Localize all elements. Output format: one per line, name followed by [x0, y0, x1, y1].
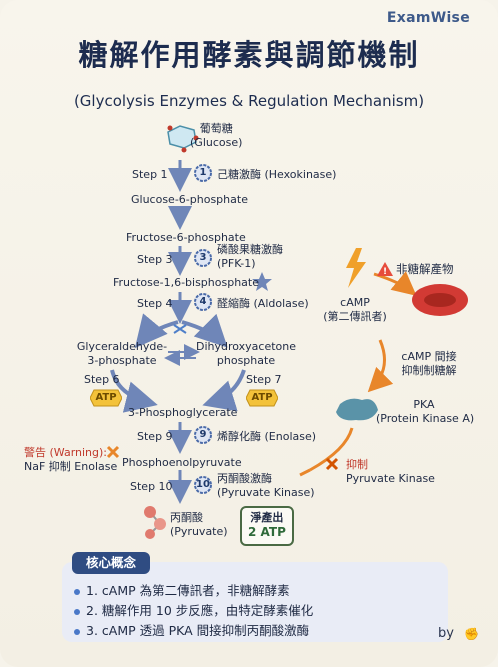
step6-atp-badge: ATP [90, 389, 122, 407]
arm-icon: ✊ [464, 627, 479, 641]
inhibit-label: 抑制 [346, 458, 368, 471]
arrow-camp-pka [367, 339, 394, 393]
star-icon [252, 272, 272, 291]
arrow-gap-3pg [110, 369, 158, 413]
step10-gear-icon: 10 [193, 475, 213, 495]
lightning-icon [346, 248, 366, 288]
step3-label: Step 3 [137, 253, 173, 266]
metabolite-f16bp: Fructose-1,6-bisphosphate [113, 276, 260, 289]
page-subtitle: (Glycolysis Enzymes & Regulation Mechani… [73, 92, 425, 110]
arrow-split-dhap [181, 313, 228, 348]
concept-item: 3. cAMP 透過 PKA 間接抑制丙酮酸激酶 [74, 620, 309, 639]
arrow-pka-inhibit [309, 427, 354, 472]
step10-enzyme: 丙酮酸激酶(Pyruvate Kinase) [217, 472, 315, 499]
camp-label: cAMP(第二傳訊者) [323, 296, 387, 323]
core-concepts-title: 核心概念 [72, 552, 150, 574]
metabolite-f6p: Fructose-6-phosphate [126, 231, 246, 244]
brand-label: ExamWise [386, 10, 470, 26]
step7-atp-badge: ATP [246, 389, 278, 407]
step7-label: Step 7 [246, 373, 282, 386]
bullet-dot-icon [74, 588, 80, 595]
pka-protein-icon [336, 398, 378, 421]
footer-by: by [438, 626, 454, 641]
bullet-dot-icon [74, 608, 80, 615]
metabolite-g6p: Glucose-6-phosphate [131, 193, 248, 206]
step9-enzyme: 烯醇化酶 (Enolase) [217, 430, 317, 443]
step1-gear-icon: 1 [193, 163, 213, 183]
page-title: 糖解作用酵素與調節機制 [78, 38, 420, 72]
glucose-molecule-icon [167, 125, 199, 153]
step9-label: Step 9 [137, 430, 173, 443]
arrow-dhap-3pg [202, 369, 246, 412]
step4-enzyme: 醛縮酶 (Aldolase) [217, 297, 309, 310]
warning-note: 警告 (Warning):NaF 抑制 Enolase [24, 446, 118, 473]
step10-label: Step 10 [130, 480, 173, 493]
arrow-camp-nonglyco [373, 271, 417, 296]
metabolite-pep: Phosphoenolpyruvate [122, 456, 242, 469]
core-concepts-panel [62, 562, 448, 642]
metabolite-3pg: 3-Phosphoglycerate [128, 406, 238, 419]
pka-label: PKA(Protein Kinase A) [376, 398, 475, 425]
metabolite-pyruvate: 丙酮酸(Pyruvate) [170, 511, 228, 538]
step1-enzyme: 己糖激酶 (Hexokinase) [217, 168, 337, 181]
bullet-dot-icon [74, 628, 80, 635]
inhibit-x-icon [325, 457, 339, 471]
warning-x-icon [106, 445, 120, 459]
svg-text:!: ! [383, 267, 387, 277]
glucose-label: 葡萄糖(Glucose) [190, 122, 243, 149]
step4-gear-icon: 4 [193, 292, 213, 312]
shuffle-icon [173, 324, 187, 334]
arrow-split-gap [134, 313, 179, 349]
pyruvate-molecule-icon [144, 506, 166, 539]
step3-gear-icon: 3 [193, 248, 213, 268]
concept-item: 1. cAMP 為第二傳訊者，非糖解酵素 [74, 580, 290, 599]
step6-label: Step 6 [84, 373, 120, 386]
non-glycolytic-label: 非糖解產物 [396, 262, 454, 276]
step3-enzyme: 磷酸果糖激酶(PFK-1) [217, 243, 283, 270]
pyruvate-kinase-label: Pyruvate Kinase [346, 472, 435, 485]
metabolite-gap: Glyceraldehyde-3-phosphate [76, 340, 168, 367]
concept-item: 2. 糖解作用 10 步反應，由特定酵素催化 [74, 600, 313, 619]
warning-icon [377, 262, 393, 276]
camp-indirect-note: cAMP 間接抑制制糖解 [401, 350, 457, 377]
step1-label: Step 1 [132, 168, 168, 181]
step9-gear-icon: 9 [193, 425, 213, 445]
step4-label: Step 4 [137, 297, 173, 310]
